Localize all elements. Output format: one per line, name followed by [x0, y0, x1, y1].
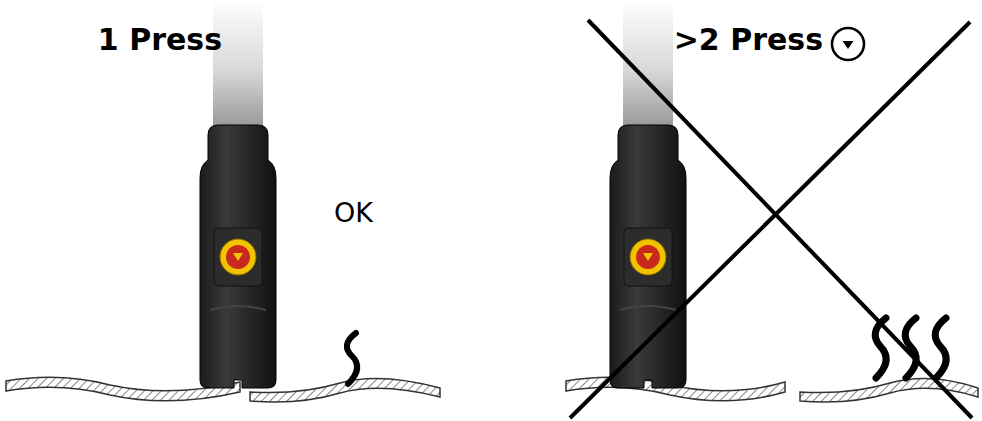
- step-label: >2 Press: [674, 22, 823, 57]
- probe: [200, 0, 276, 388]
- status-label: OK: [334, 197, 373, 228]
- press-button-icon: [832, 28, 864, 60]
- status-label-box: OK: [334, 197, 373, 228]
- smoke-wisp: [347, 333, 357, 384]
- step-label-box: >2 Press: [674, 22, 823, 57]
- cross-out: [570, 20, 972, 418]
- step-label-box: 1 Press: [98, 22, 222, 57]
- probe: [610, 0, 686, 388]
- step-label: 1 Press: [98, 22, 222, 57]
